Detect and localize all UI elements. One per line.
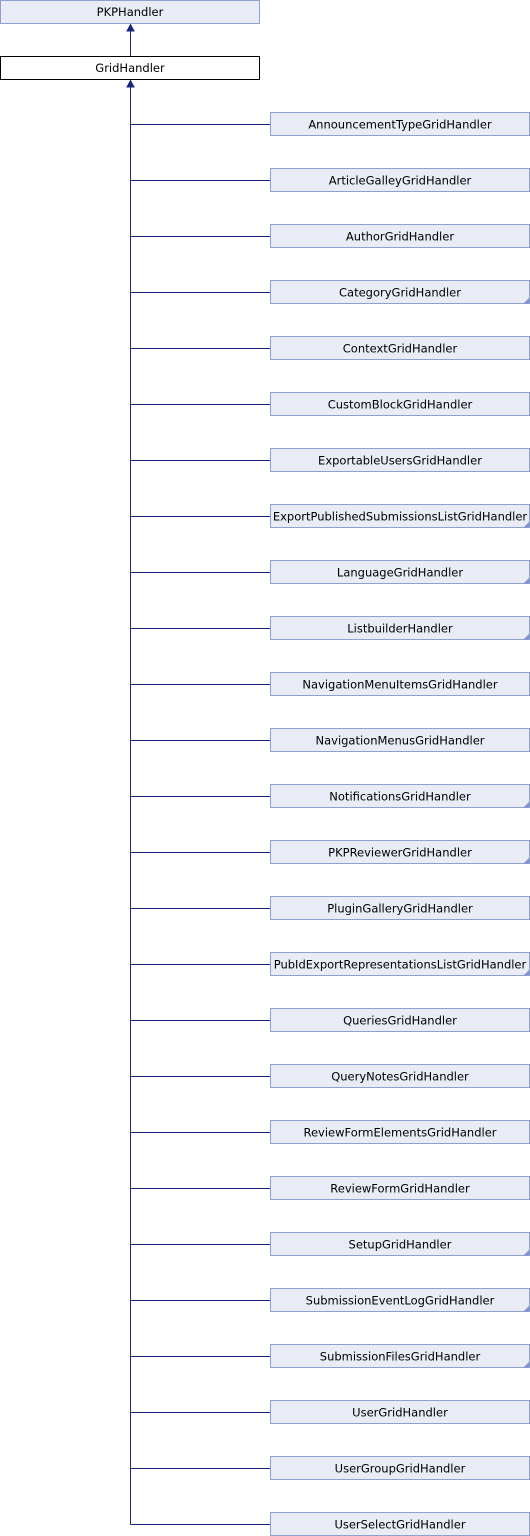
- subclass-node-export-published-submissions-list-grid-handler[interactable]: ExportPublishedSubmissionsListGridHandle…: [270, 504, 530, 528]
- arrowhead-gridhandler: [126, 79, 135, 88]
- subclass-node-label: CategoryGridHandler: [339, 286, 461, 300]
- subclass-node-user-select-grid-handler[interactable]: UserSelectGridHandler: [270, 1512, 530, 1536]
- subclass-node-queries-grid-handler[interactable]: QueriesGridHandler: [270, 1008, 530, 1032]
- has-subclasses-corner-icon: [523, 801, 530, 808]
- has-subclasses-corner-icon: [523, 577, 530, 584]
- subclass-node-navigation-menu-items-grid-handler[interactable]: NavigationMenuItemsGridHandler: [270, 672, 530, 696]
- has-subclasses-corner-icon: [523, 633, 530, 640]
- current-node-gridhandler: GridHandler: [0, 56, 260, 80]
- inheritance-edges: [126, 23, 271, 1525]
- subclass-node-label: SetupGridHandler: [349, 1238, 452, 1252]
- subclass-node-label: ReviewFormElementsGridHandler: [303, 1126, 496, 1140]
- current-node-label: GridHandler: [95, 61, 165, 75]
- subclass-node-label: QueriesGridHandler: [343, 1014, 457, 1028]
- subclass-node-announcement-type-grid-handler[interactable]: AnnouncementTypeGridHandler: [270, 112, 530, 136]
- subclass-node-submission-event-log-grid-handler[interactable]: SubmissionEventLogGridHandler: [270, 1288, 530, 1312]
- subclass-node-label: ArticleGalleyGridHandler: [329, 174, 472, 188]
- subclass-node-label: CustomBlockGridHandler: [328, 398, 473, 412]
- subclass-node-label: NavigationMenusGridHandler: [315, 734, 484, 748]
- has-subclasses-corner-icon: [523, 297, 530, 304]
- subclass-node-label: ExportPublishedSubmissionsListGridHandle…: [273, 510, 528, 524]
- arrowhead-pkphandler: [126, 23, 135, 32]
- subclass-node-label: NavigationMenuItemsGridHandler: [302, 678, 497, 692]
- subclass-node-language-grid-handler[interactable]: LanguageGridHandler: [270, 560, 530, 584]
- subclass-node-user-grid-handler[interactable]: UserGridHandler: [270, 1400, 530, 1424]
- subclass-node-article-galley-grid-handler[interactable]: ArticleGalleyGridHandler: [270, 168, 530, 192]
- subclass-node-label: PluginGalleryGridHandler: [327, 902, 473, 916]
- subclass-node-pub-id-export-representations-list-grid-handler[interactable]: PubIdExportRepresentationsListGridHandle…: [270, 952, 530, 976]
- subclass-node-context-grid-handler[interactable]: ContextGridHandler: [270, 336, 530, 360]
- has-subclasses-corner-icon: [523, 1361, 530, 1368]
- parent-node-pkphandler[interactable]: PKPHandler: [0, 0, 260, 24]
- subclass-node-notifications-grid-handler[interactable]: NotificationsGridHandler: [270, 784, 530, 808]
- subclass-node-label: ReviewFormGridHandler: [330, 1182, 470, 1196]
- subclass-node-pkp-reviewer-grid-handler[interactable]: PKPReviewerGridHandler: [270, 840, 530, 864]
- has-subclasses-corner-icon: [523, 1305, 530, 1312]
- subclass-node-navigation-menus-grid-handler[interactable]: NavigationMenusGridHandler: [270, 728, 530, 752]
- subclass-node-label: ListbuilderHandler: [347, 622, 453, 636]
- current-node-box: [0, 56, 260, 80]
- has-subclasses-corner-icon: [523, 857, 530, 864]
- subclass-node-author-grid-handler[interactable]: AuthorGridHandler: [270, 224, 530, 248]
- subclass-node-label: UserGridHandler: [352, 1406, 448, 1420]
- parent-node-label: PKPHandler: [97, 5, 164, 19]
- subclass-node-listbuilder-handler[interactable]: ListbuilderHandler: [270, 616, 530, 640]
- parent-node-box[interactable]: [0, 0, 260, 24]
- subclass-node-submission-files-grid-handler[interactable]: SubmissionFilesGridHandler: [270, 1344, 530, 1368]
- subclass-node-review-form-grid-handler[interactable]: ReviewFormGridHandler: [270, 1176, 530, 1200]
- subclass-node-label: PKPReviewerGridHandler: [328, 846, 472, 860]
- subclass-node-label: UserSelectGridHandler: [334, 1518, 465, 1532]
- subclass-node-category-grid-handler[interactable]: CategoryGridHandler: [270, 280, 530, 304]
- subclass-node-label: UserGroupGridHandler: [335, 1462, 466, 1476]
- subclass-node-label: LanguageGridHandler: [337, 566, 463, 580]
- subclass-node-label: NotificationsGridHandler: [329, 790, 471, 804]
- subclass-nodes: AnnouncementTypeGridHandlerArticleGalley…: [270, 112, 530, 1536]
- subclass-node-label: SubmissionEventLogGridHandler: [306, 1294, 495, 1308]
- has-subclasses-corner-icon: [523, 969, 530, 976]
- subclass-node-label: ExportableUsersGridHandler: [318, 454, 482, 468]
- subclass-node-label: QueryNotesGridHandler: [331, 1070, 469, 1084]
- subclass-node-label: AuthorGridHandler: [346, 230, 454, 244]
- has-subclasses-corner-icon: [523, 1249, 530, 1256]
- subclass-node-label: ContextGridHandler: [343, 342, 458, 356]
- subclass-node-label: SubmissionFilesGridHandler: [320, 1350, 481, 1364]
- subclass-node-custom-block-grid-handler[interactable]: CustomBlockGridHandler: [270, 392, 530, 416]
- has-subclasses-corner-icon: [523, 521, 530, 528]
- subclass-node-query-notes-grid-handler[interactable]: QueryNotesGridHandler: [270, 1064, 530, 1088]
- subclass-node-label: PubIdExportRepresentationsListGridHandle…: [274, 958, 527, 972]
- subclass-node-label: AnnouncementTypeGridHandler: [308, 118, 492, 132]
- subclass-node-setup-grid-handler[interactable]: SetupGridHandler: [270, 1232, 530, 1256]
- subclass-node-user-group-grid-handler[interactable]: UserGroupGridHandler: [270, 1456, 530, 1480]
- subclass-node-review-form-elements-grid-handler[interactable]: ReviewFormElementsGridHandler: [270, 1120, 530, 1144]
- subclass-node-exportable-users-grid-handler[interactable]: ExportableUsersGridHandler: [270, 448, 530, 472]
- subclass-node-plugin-gallery-grid-handler[interactable]: PluginGalleryGridHandler: [270, 896, 530, 920]
